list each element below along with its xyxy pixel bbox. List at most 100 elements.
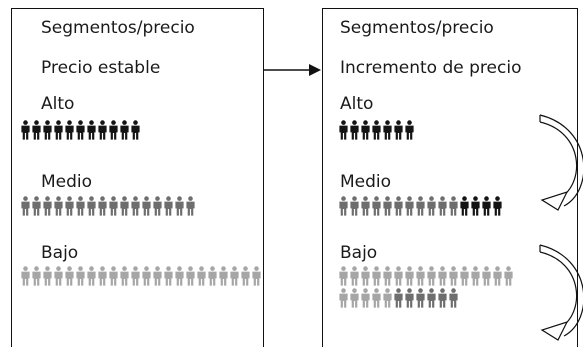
person-icon <box>394 266 403 286</box>
person-icon <box>361 120 370 140</box>
person-icon <box>372 120 381 140</box>
person-icon <box>449 196 458 216</box>
person-icon <box>427 266 436 286</box>
left-segment-label-medio: Medio <box>41 172 93 192</box>
person-icon <box>186 266 195 286</box>
person-icon <box>54 196 63 216</box>
left-medio-people <box>20 196 260 216</box>
person-icon <box>76 266 85 286</box>
person-icon <box>54 266 63 286</box>
person-icon <box>65 266 74 286</box>
person-icon <box>131 120 140 140</box>
person-icon <box>54 120 63 140</box>
person-icon <box>43 266 52 286</box>
person-icon <box>427 288 436 308</box>
person-icon <box>32 120 41 140</box>
left-bajo-people <box>20 266 265 286</box>
right-panel-frame <box>322 8 578 347</box>
person-icon <box>438 288 447 308</box>
person-icon <box>142 266 151 286</box>
person-icon <box>350 288 359 308</box>
right-arrow-icon <box>263 64 321 76</box>
curved-arrow-icon <box>539 114 583 211</box>
person-icon <box>32 196 41 216</box>
person-icon <box>339 196 348 216</box>
right-medio-people <box>338 196 528 216</box>
right-header: Segmentos/precio <box>340 18 494 38</box>
person-icon <box>252 266 261 286</box>
person-icon <box>383 288 392 308</box>
person-icon <box>120 196 129 216</box>
person-icon <box>131 266 140 286</box>
person-icon <box>87 196 96 216</box>
right-bajo-people <box>338 266 528 308</box>
person-icon <box>350 120 359 140</box>
person-icon <box>175 266 184 286</box>
person-icon <box>449 288 458 308</box>
person-icon <box>87 266 96 286</box>
right-alto-people <box>338 120 528 140</box>
person-icon <box>230 266 239 286</box>
person-icon <box>21 196 30 216</box>
person-icon <box>76 196 85 216</box>
person-icon <box>383 266 392 286</box>
person-icon <box>219 266 228 286</box>
person-icon <box>350 266 359 286</box>
person-icon <box>438 266 447 286</box>
person-icon <box>175 196 184 216</box>
left-panel-frame <box>11 8 264 347</box>
person-icon <box>241 266 250 286</box>
person-icon <box>164 266 173 286</box>
person-icon <box>339 266 348 286</box>
person-icon <box>394 288 403 308</box>
person-icon <box>460 266 469 286</box>
person-icon <box>471 266 480 286</box>
person-icon <box>350 196 359 216</box>
person-icon <box>372 196 381 216</box>
person-icon <box>383 120 392 140</box>
person-icon <box>142 196 151 216</box>
person-icon <box>504 266 513 286</box>
person-icon <box>65 196 74 216</box>
person-icon <box>186 196 195 216</box>
person-icon <box>109 196 118 216</box>
person-icon <box>405 196 414 216</box>
person-icon <box>361 196 370 216</box>
person-icon <box>98 196 107 216</box>
person-icon <box>427 196 436 216</box>
right-segment-label-medio: Medio <box>340 172 392 192</box>
person-icon <box>120 266 129 286</box>
person-icon <box>460 196 469 216</box>
person-icon <box>109 120 118 140</box>
person-icon <box>405 266 414 286</box>
curved-arrow-icon <box>539 244 583 341</box>
person-icon <box>416 196 425 216</box>
person-icon <box>405 120 414 140</box>
person-icon <box>339 288 348 308</box>
person-icon <box>361 266 370 286</box>
person-icon <box>482 196 491 216</box>
person-icon <box>394 196 403 216</box>
left-segment-label-alto: Alto <box>41 94 75 114</box>
person-icon <box>87 120 96 140</box>
person-icon <box>449 266 458 286</box>
person-icon <box>339 120 348 140</box>
person-icon <box>493 266 502 286</box>
person-icon <box>109 266 118 286</box>
person-icon <box>43 196 52 216</box>
person-icon <box>482 266 491 286</box>
person-icon <box>131 196 140 216</box>
person-icon <box>208 266 217 286</box>
person-icon <box>120 120 129 140</box>
left-header: Segmentos/precio <box>41 18 195 38</box>
left-scenario-label: Precio estable <box>41 58 161 78</box>
person-icon <box>65 120 74 140</box>
person-icon <box>76 120 85 140</box>
right-scenario-label: Incremento de precio <box>340 58 522 78</box>
person-icon <box>98 120 107 140</box>
person-icon <box>153 266 162 286</box>
left-alto-people <box>20 120 260 140</box>
person-icon <box>438 196 447 216</box>
person-icon <box>416 266 425 286</box>
person-icon <box>98 266 107 286</box>
